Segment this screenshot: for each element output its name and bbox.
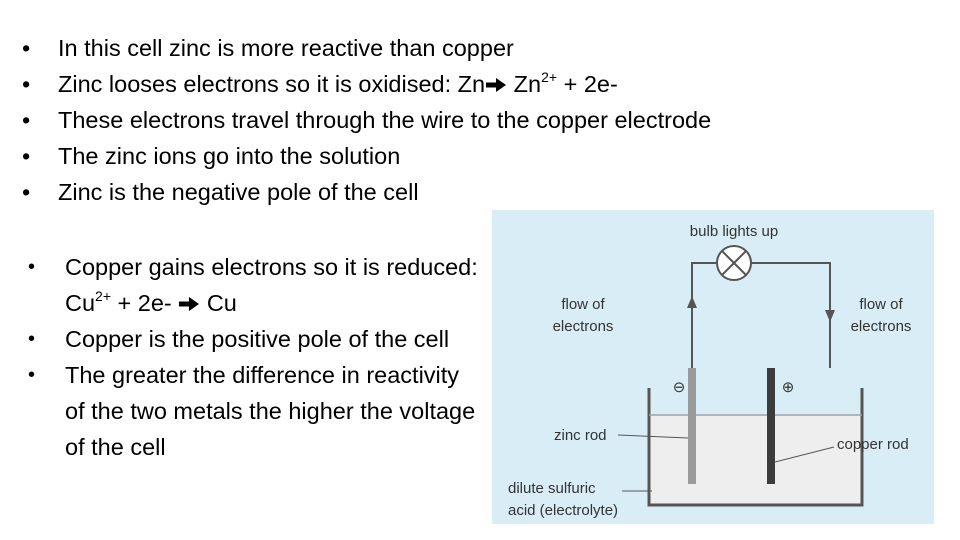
zinc-label-leader <box>617 434 689 439</box>
bullet-item: • In this cell zinc is more reactive than… <box>22 30 882 66</box>
bullet-item: • Copper is the positive pole of the cell <box>28 321 478 357</box>
bullet-item: • These electrons travel through the wire… <box>22 102 882 138</box>
electrolyte-label-line2: acid (electrolyte) <box>508 502 618 519</box>
plus-sign: ⊕ <box>782 379 795 396</box>
bullet-dot: • <box>22 35 31 61</box>
copper-rod <box>767 368 775 484</box>
beaker-outline <box>647 388 864 507</box>
top-bullet-list: • In this cell zinc is more reactive than… <box>22 30 882 210</box>
bullet-item: • Copper gains electrons so it is reduced… <box>28 249 478 321</box>
bottom-bullet-list: • Copper gains electrons so it is reduced… <box>28 249 478 465</box>
bullet-dot: • <box>22 143 31 169</box>
zinc-rod <box>688 368 696 484</box>
bullet-text: Cu <box>200 290 237 316</box>
flow-arrow-left <box>687 296 697 308</box>
bullet-item: • The zinc ions go into the solution <box>22 138 882 174</box>
bullet-dot: • <box>22 71 31 97</box>
flow-arrow-right <box>825 310 835 322</box>
electrolyte-label-line1: dilute sulfuric <box>508 480 596 497</box>
solution <box>649 415 862 505</box>
charge-superscript: 2+ <box>95 288 112 304</box>
copper-label-leader <box>774 446 835 463</box>
bulb-label: bulb lights up <box>690 223 778 240</box>
minus-sign: ⊖ <box>673 379 686 396</box>
bullet-text: The zinc ions go into the solution <box>58 143 401 169</box>
wire-left <box>691 262 717 368</box>
bullet-item: • Zinc looses electrons so it is oxidised… <box>22 66 882 102</box>
cell-diagram-svg: bulb lights up flow of electrons flow of… <box>508 223 912 519</box>
bullet-text: Zinc is the negative pole of the cell <box>58 179 419 205</box>
bullet-text: In this cell zinc is more reactive than … <box>58 35 514 61</box>
flow-left-label-line1: flow of <box>561 296 605 313</box>
bullet-text: + 2e- <box>557 71 618 97</box>
bullet-text: Zinc looses electrons so it is oxidised:… <box>58 71 486 97</box>
flow-left-label-line2: electrons <box>553 318 614 335</box>
flow-right-label-line1: flow of <box>859 296 903 313</box>
bullet-dot: • <box>28 256 36 278</box>
arrow-right-icon <box>179 297 200 311</box>
bullet-dot: • <box>28 364 36 386</box>
bullet-text: Zn <box>507 71 542 97</box>
wire-right <box>751 262 831 368</box>
flow-right-label-line2: electrons <box>851 318 912 335</box>
bullet-text: + 2e- <box>111 290 179 316</box>
bullet-text: These electrons travel through the wire … <box>58 107 712 133</box>
electrochemical-cell-diagram: bulb lights up flow of electrons flow of… <box>492 210 934 524</box>
arrow-right-icon <box>486 78 507 92</box>
bullet-text: Copper is the positive pole of the cell <box>65 326 450 352</box>
bullet-dot: • <box>22 179 31 205</box>
copper-rod-label: copper rod <box>837 436 909 453</box>
bullet-dot: • <box>28 328 36 350</box>
bulb-icon <box>716 245 752 281</box>
bullet-item: • The greater the difference in reactivit… <box>28 357 478 465</box>
bullet-text: Copper gains electrons so it is reduced:… <box>65 254 478 316</box>
bullet-text: The greater the difference in reactivity… <box>65 362 476 460</box>
charge-superscript: 2+ <box>541 69 558 85</box>
zinc-rod-label: zinc rod <box>554 427 607 444</box>
bullet-item: • Zinc is the negative pole of the cell <box>22 174 882 210</box>
bullet-dot: • <box>22 107 31 133</box>
